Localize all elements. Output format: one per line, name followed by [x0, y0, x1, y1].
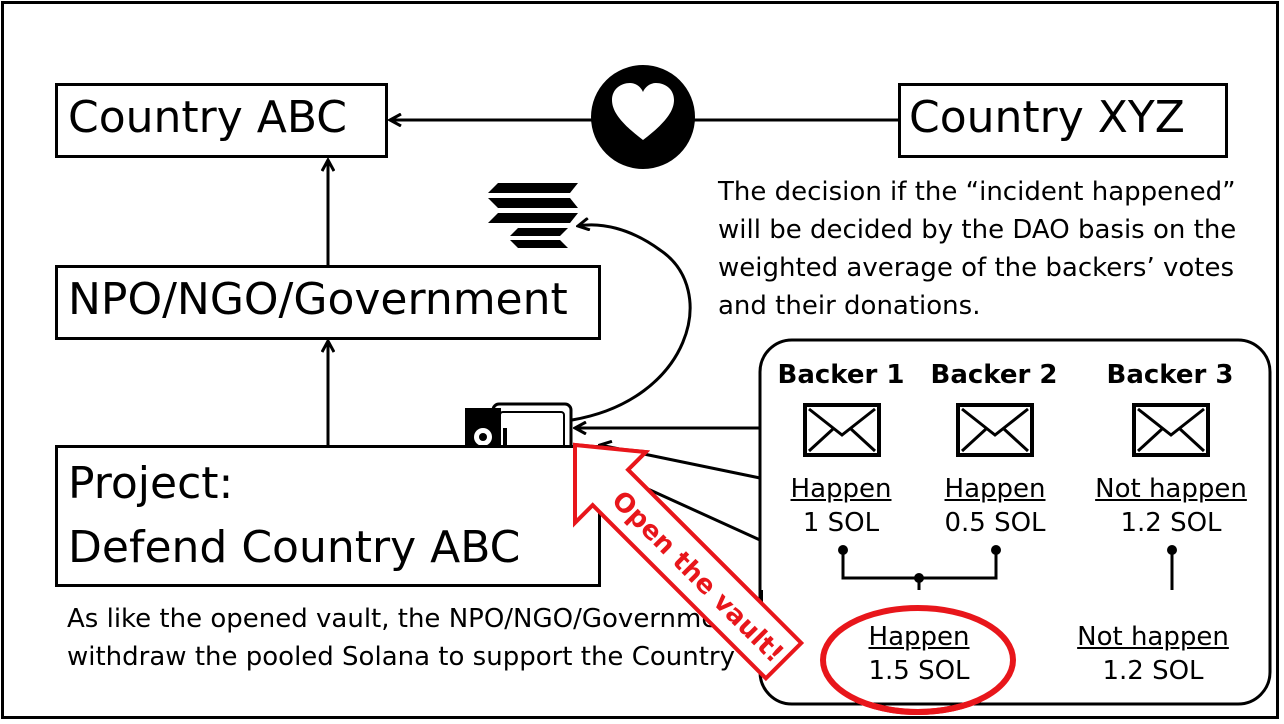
project-label-line1: Project: [68, 458, 234, 509]
backer-name: Backer 3 [1106, 360, 1234, 390]
result-amount: 1.5 SOL [868, 656, 970, 686]
country-abc-label: Country ABC [68, 92, 348, 143]
backer-name: Backer 1 [777, 360, 905, 390]
result-not-happen: Not happen 1.2 SOL [1063, 622, 1243, 686]
decision-line: weighted average of the backers’ votes [718, 253, 1235, 283]
envelope-icon [803, 403, 881, 457]
heart-icon [591, 65, 695, 169]
backer-3: Backer 3 [1095, 360, 1245, 390]
country-abc-box: Country ABC [55, 83, 388, 158]
vault-to-solana-arrow [571, 225, 692, 422]
project-box: Project: Defend Country ABC [55, 445, 601, 587]
country-xyz-label: Country XYZ [909, 92, 1185, 143]
npo-label: NPO/NGO/Government [68, 274, 568, 325]
amount-label: 1.2 SOL [1120, 508, 1222, 538]
envelope-icon [956, 403, 1034, 457]
result-happen: Happen 1.5 SOL [844, 622, 994, 686]
backer-name: Backer 2 [930, 360, 1058, 390]
result-vote: Not happen [1077, 622, 1229, 652]
vote-label: Happen [944, 474, 1046, 504]
decision-line: will be decided by the DAO basis on the [718, 215, 1237, 245]
decision-text: The decision if the “incident happened” … [718, 173, 1236, 325]
npo-box: NPO/NGO/Government [55, 265, 601, 340]
decision-line: and their donations. [718, 291, 981, 321]
solana-logo-icon [488, 183, 578, 248]
amount-label: 0.5 SOL [944, 508, 1046, 538]
result-vote: Happen [868, 622, 970, 652]
decision-line: The decision if the “incident happened” [718, 177, 1236, 207]
vote-label: Happen [790, 474, 892, 504]
envelope-icon [1132, 403, 1210, 457]
vote-label: Not happen [1095, 474, 1247, 504]
backer-1-vote: Happen 1 SOL [766, 474, 916, 538]
amount-label: 1 SOL [802, 508, 880, 538]
backer-3-vote: Not happen 1.2 SOL [1081, 474, 1261, 538]
result-amount: 1.2 SOL [1102, 656, 1204, 686]
backer-1: Backer 1 [766, 360, 916, 390]
country-xyz-box: Country XYZ [898, 83, 1228, 158]
backer-2: Backer 2 [919, 360, 1069, 390]
backer-2-vote: Happen 0.5 SOL [920, 474, 1070, 538]
project-label-line2: Defend Country ABC [68, 522, 521, 573]
